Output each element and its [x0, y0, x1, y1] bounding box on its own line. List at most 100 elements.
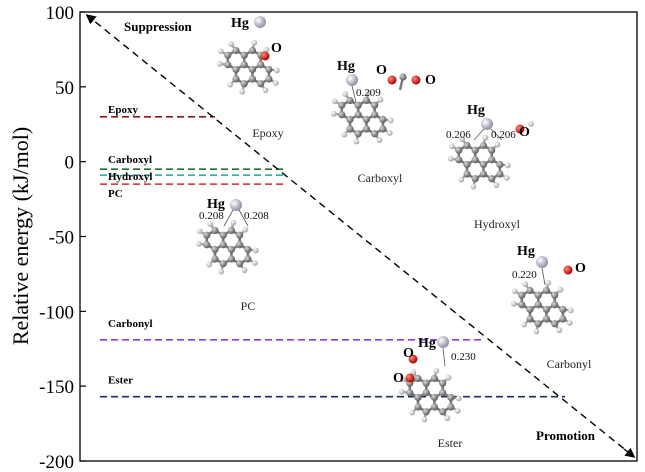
- carbon-atom: [488, 146, 496, 154]
- hg-interaction-line: [223, 209, 234, 227]
- hydrogen-atom: [398, 388, 405, 395]
- y-tick-label: -100: [39, 302, 74, 323]
- carbon-atom: [240, 51, 248, 59]
- carbon-atom: [219, 231, 227, 239]
- carbon-atom: [224, 61, 232, 69]
- hydrogen-atom: [459, 136, 466, 142]
- oxygen-label: O: [403, 346, 414, 361]
- carbon-atom: [227, 255, 236, 263]
- hg-interaction-line: [351, 85, 357, 103]
- oxygen-atom: [515, 124, 525, 134]
- carbon-atom: [232, 75, 240, 83]
- carbon-atom: [211, 245, 219, 254]
- hg-interaction-line: [541, 267, 546, 286]
- hg-interaction-line: [473, 128, 485, 141]
- hydrogen-atom: [445, 374, 452, 381]
- hydrogen-atom: [262, 87, 269, 94]
- hydrogen-atom: [217, 48, 224, 55]
- carbon-atom: [559, 305, 567, 314]
- suppression-label: Suppression: [124, 19, 192, 34]
- carbon-atom: [447, 393, 455, 402]
- carbon-atom: [542, 315, 551, 323]
- carbon-atom: [211, 226, 219, 235]
- carbon-atom: [542, 305, 551, 314]
- carbon-atom: [346, 125, 354, 133]
- carbon-atom: [471, 146, 479, 154]
- oxygen-label: O: [425, 73, 436, 88]
- carbon-atom: [248, 75, 257, 83]
- hydrogen-atom: [458, 176, 465, 183]
- carbon-atom: [551, 320, 559, 328]
- molecule-name: Hydroxyl: [474, 217, 521, 231]
- y-tick-label: 100: [46, 3, 75, 24]
- hydrogen-atom: [567, 307, 574, 314]
- hydrogen-atom: [227, 81, 234, 88]
- carbon-atom: [371, 111, 379, 119]
- hydrogen-atom: [196, 228, 203, 235]
- hydrogen-atom: [399, 376, 406, 383]
- carbon-atom: [518, 291, 526, 299]
- molecule-name: Carbonyl: [547, 357, 592, 371]
- mercury-atom: [437, 336, 449, 348]
- hydrogen-atom: [470, 183, 477, 190]
- hydrogen-atom: [494, 141, 501, 148]
- carbon-atom: [203, 231, 211, 239]
- carbon-atom: [248, 65, 257, 74]
- carbon-atom: [534, 320, 542, 328]
- hydrogen-atom: [365, 89, 372, 96]
- mercury-label: Hg: [231, 16, 249, 31]
- bond-distance-label: 0.208: [244, 210, 269, 222]
- carbon-atom: [354, 130, 362, 138]
- carbon-atom: [471, 175, 479, 183]
- carbon-atom: [488, 175, 496, 183]
- hg-interaction-line: [238, 209, 249, 227]
- carbon-atom: [219, 260, 227, 268]
- hydrogen-atom: [454, 408, 461, 414]
- hydrogen-atom: [444, 415, 451, 422]
- bond-distance-label: 0.206: [446, 129, 471, 141]
- molecule-name: PC: [241, 299, 256, 313]
- carbon-atom: [559, 315, 567, 323]
- molecule-name: Epoxy: [252, 126, 283, 140]
- carbon-atom: [439, 379, 447, 387]
- oxygen-atom: [408, 354, 418, 364]
- carbon-atom: [236, 260, 244, 268]
- hydrogen-atom: [504, 162, 511, 169]
- hydrogen-atom: [503, 175, 510, 181]
- carbon-atom: [422, 408, 430, 416]
- carbon-atom: [224, 51, 232, 59]
- carbon-atom: [542, 286, 551, 295]
- hydrogen-atom: [528, 121, 534, 127]
- trend-arrow-tip: [623, 447, 636, 458]
- bond-distance-label: 0.206: [491, 129, 516, 141]
- y-tick-label: 0: [65, 153, 75, 174]
- hg-interaction-line: [442, 347, 446, 367]
- hydrogen-atom: [330, 110, 337, 117]
- hydrogen-atom: [272, 80, 279, 86]
- level-label-carbonyl: Carbonyl: [108, 318, 153, 330]
- mercury-label: Hg: [467, 103, 485, 118]
- carbon-atom: [203, 241, 211, 249]
- oxygen-atom: [563, 265, 573, 275]
- hydrogen-atom: [242, 226, 249, 233]
- hydrogen-atom: [251, 260, 258, 266]
- hydrogen-atom: [376, 137, 383, 144]
- carbon-atom: [422, 379, 430, 387]
- carbon-atom: [257, 80, 265, 88]
- hydrogen-atom: [230, 219, 237, 226]
- hydrogen-atom: [341, 131, 348, 138]
- mercury-label: Hg: [207, 197, 225, 212]
- hydrogen-atom: [251, 39, 258, 46]
- hydrogen-atom: [448, 143, 455, 150]
- hydrogen-atom: [386, 130, 393, 136]
- carbon-atom: [414, 403, 422, 411]
- level-label-hydroxyl: Hydroxyl: [108, 171, 152, 183]
- mercury-atom: [254, 16, 266, 28]
- level-label-epoxy: Epoxy: [108, 104, 138, 116]
- carbon-atom: [526, 305, 534, 314]
- carbon-atom: [406, 389, 414, 397]
